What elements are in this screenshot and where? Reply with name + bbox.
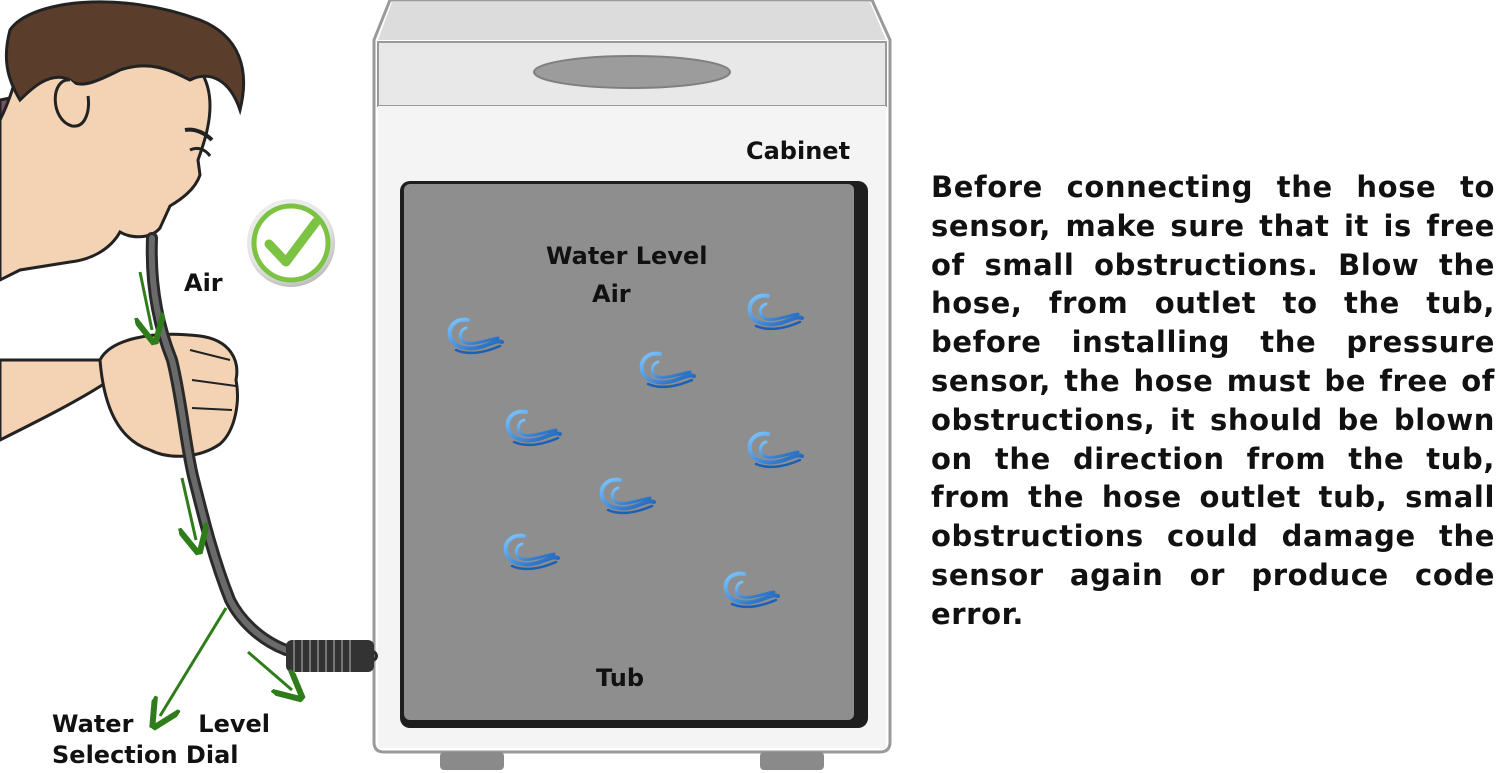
air-inside-label: Air	[592, 280, 631, 308]
airflow-arrows	[140, 271, 292, 716]
dial-label-line-2: Selection Dial	[52, 741, 239, 769]
instruction-text: Before connecting the hose to sensor, ma…	[931, 170, 1495, 631]
dial-word-level: Level	[198, 710, 270, 738]
man-blowing-hose	[0, 0, 246, 458]
checkmark-icon	[247, 199, 335, 287]
cabinet-label: Cabinet	[746, 137, 851, 165]
level-selection-dial-label: Water Level Selection Dial	[52, 712, 270, 767]
washing-machine	[372, 0, 892, 770]
dial-label-line-1: Water Level	[52, 712, 270, 736]
hose	[145, 232, 378, 672]
dial-word-water: Water	[52, 710, 134, 738]
tub-label: Tub	[596, 664, 644, 692]
air-hose-label: Air	[184, 269, 223, 297]
water-level-label: Water Level	[546, 242, 708, 270]
lid-handle	[533, 55, 731, 89]
